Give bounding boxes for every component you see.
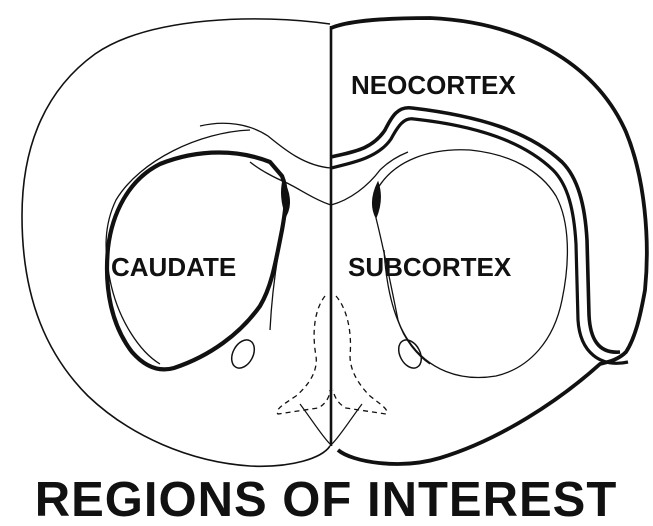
left-hemisphere-outline — [22, 19, 330, 466]
left-anterior-commissure — [227, 336, 259, 372]
right-lower-contour — [332, 404, 362, 444]
neocortex-label: NEOCORTEX — [351, 70, 516, 100]
right-dashed-region — [333, 296, 387, 414]
right-ventricle-tip — [372, 182, 380, 218]
right-internal-capsule-line — [376, 218, 430, 364]
caudate-label: CAUDATE — [111, 252, 236, 282]
diagram-title: REGIONS OF INTEREST — [35, 473, 618, 526]
corpus-callosum-lower — [250, 162, 331, 205]
corpus-callosum-right — [331, 152, 408, 205]
neocortex-boundary-inner — [331, 119, 628, 364]
left-ventricle-tip — [282, 180, 290, 216]
right-anterior-commissure — [394, 336, 426, 372]
left-dashed-region — [277, 296, 330, 414]
left-ventricle-outline — [106, 130, 250, 364]
subcortex-label: SUBCORTEX — [348, 252, 512, 282]
left-lower-contour — [300, 404, 330, 444]
